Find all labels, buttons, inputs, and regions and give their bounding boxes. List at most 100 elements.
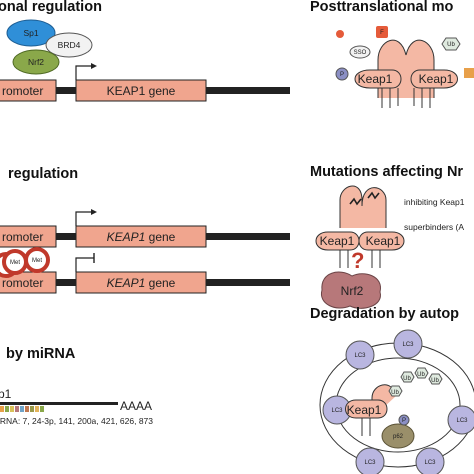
nrf2-factor-label: Nrf2 <box>28 57 44 67</box>
sp1-factor <box>6 19 56 47</box>
keap1-dimer-arms <box>339 185 387 228</box>
nrf2-protein-label: Nrf2 <box>341 284 364 298</box>
ptm-dot <box>336 30 344 38</box>
lc3-label: LC3 <box>354 353 366 359</box>
promoter-box <box>0 79 57 102</box>
brd4-factor <box>45 32 93 58</box>
autophagosome: LC3 LC3 LC3 LC3 LC3 LC3 Keap1 p62 P Ub U… <box>319 329 474 474</box>
methyl-label: Met <box>10 260 20 266</box>
heading-epigenetic-regulation: regulation <box>8 166 78 182</box>
lc3-protein <box>415 447 445 474</box>
phospho-label: P <box>402 418 406 424</box>
heading-posttranslational-modification: Posttranslational mo <box>310 0 454 15</box>
keap1-dimer-mutation: Keap1 Keap1 ? Nrf2 inhibiting Keap1 supe… <box>315 185 465 309</box>
lc3-label: LC3 <box>456 418 468 424</box>
mirna-site <box>5 406 9 412</box>
ubiquitin-label: Ub <box>417 372 425 378</box>
gene-construct-2: romoter KEAP1 gene <box>0 209 290 248</box>
ubiquitin-badge <box>428 373 443 385</box>
mirna-site <box>40 406 44 412</box>
mirna-list: iRNA: 7, 24-3p, 141, 200a, 421, 626, 873 <box>0 416 153 426</box>
question-mark: ? <box>351 248 364 273</box>
gene-label: KEAP1 gene <box>107 276 176 290</box>
ptm-badge-label: Ub <box>447 42 455 48</box>
keap1-left-body <box>354 69 402 89</box>
keap1-kelch-right <box>413 88 431 108</box>
mutation-zigzag-icon <box>349 197 362 206</box>
lc3-protein <box>447 405 474 435</box>
mirna-site <box>20 406 24 412</box>
ptm-badge <box>464 68 474 78</box>
tss-arrow-icon <box>75 211 94 226</box>
transcript-label: p1 <box>0 387 12 401</box>
lc3-protein <box>393 329 423 359</box>
gene-box <box>75 225 207 248</box>
ptm-badge-label: P <box>340 72 344 78</box>
nrf2-protein <box>320 271 381 309</box>
mrna-line <box>0 402 118 405</box>
heading-autophagy: Degradation by autop <box>310 306 459 322</box>
keap1-kelch-left <box>381 88 399 108</box>
keap1-kelch <box>361 418 371 436</box>
ubiquitin-label: Ub <box>431 378 439 384</box>
p62-protein <box>381 423 415 449</box>
ptm-badge <box>376 26 388 38</box>
keap1-body <box>345 399 388 419</box>
tss-arrowhead-icon <box>91 63 97 69</box>
promoter-box <box>0 225 57 248</box>
brd4-label: BRD4 <box>58 40 81 50</box>
gene-box <box>75 271 207 294</box>
mirna-site <box>15 406 19 412</box>
ubiquitin-badge <box>414 367 429 379</box>
mirna-site <box>10 406 14 412</box>
gene-construct-1: romoter KEAP1 gene <box>0 63 290 102</box>
blocked-tss-icon <box>75 257 94 272</box>
mrna-transcript: p1 AAAA iRNA: 7, 24-3p, 141, 200a, 421, … <box>0 387 153 426</box>
methyl-label: Met <box>32 258 42 264</box>
lc3-label: LC3 <box>402 342 414 348</box>
keap1-right-body <box>410 69 458 89</box>
tss-arrow-icon <box>75 65 94 80</box>
keap1-left-body <box>315 231 360 251</box>
ubiquitin-label: Ub <box>403 376 411 382</box>
keap1-label: Keap1 <box>366 234 401 248</box>
keap1-dimer-ptm: Keap1 Keap1 F SSO P Ub <box>335 26 474 108</box>
methyl-group <box>24 247 50 273</box>
keap1-label: Keap1 <box>347 403 382 417</box>
ptm-badge-label: SSO <box>354 50 367 56</box>
gene-label: KEAP1 gene <box>107 84 176 98</box>
ptm-badge <box>441 37 461 51</box>
gene-box <box>75 79 207 102</box>
keap1-label: Keap1 <box>320 234 355 248</box>
lc3-label: LC3 <box>424 460 436 466</box>
mutation-text-line2: superbinders (A <box>404 222 464 232</box>
ptm-badge-label: F <box>380 30 384 36</box>
gene-construct-3-methylated: romoter KEAP1 gene Met Met <box>0 247 290 294</box>
tss-arrowhead-icon <box>91 209 97 215</box>
mirna-site <box>30 406 34 412</box>
heading-mutations: Mutations affecting Nr <box>310 164 463 180</box>
promoter-label: romoter <box>2 276 43 290</box>
mirna-site <box>0 406 4 412</box>
keap1-dimer-arms <box>377 39 435 98</box>
keap1-label: Keap1 <box>358 72 393 86</box>
transcription-factors: Sp1 BRD4 Nrf2 <box>6 19 93 75</box>
mutation-zigzag-icon <box>367 191 380 200</box>
ptm-badge <box>335 67 349 81</box>
promoter-label: romoter <box>2 84 43 98</box>
keap1-kelch <box>339 250 381 268</box>
ptm-badge <box>349 45 371 59</box>
phospho-badge <box>398 414 410 426</box>
mirna-site <box>35 406 39 412</box>
promoter-label: romoter <box>2 230 43 244</box>
lc3-protein <box>345 340 375 370</box>
mutation-text-line1: inhibiting Keap1 <box>404 197 465 207</box>
mirna-site <box>25 406 29 412</box>
ubiquitin-badge <box>388 385 403 397</box>
lc3-protein <box>355 447 385 474</box>
ubiquitin-badge <box>400 371 415 383</box>
ubiquitin-label: Ub <box>391 390 399 396</box>
promoter-box <box>0 271 57 294</box>
